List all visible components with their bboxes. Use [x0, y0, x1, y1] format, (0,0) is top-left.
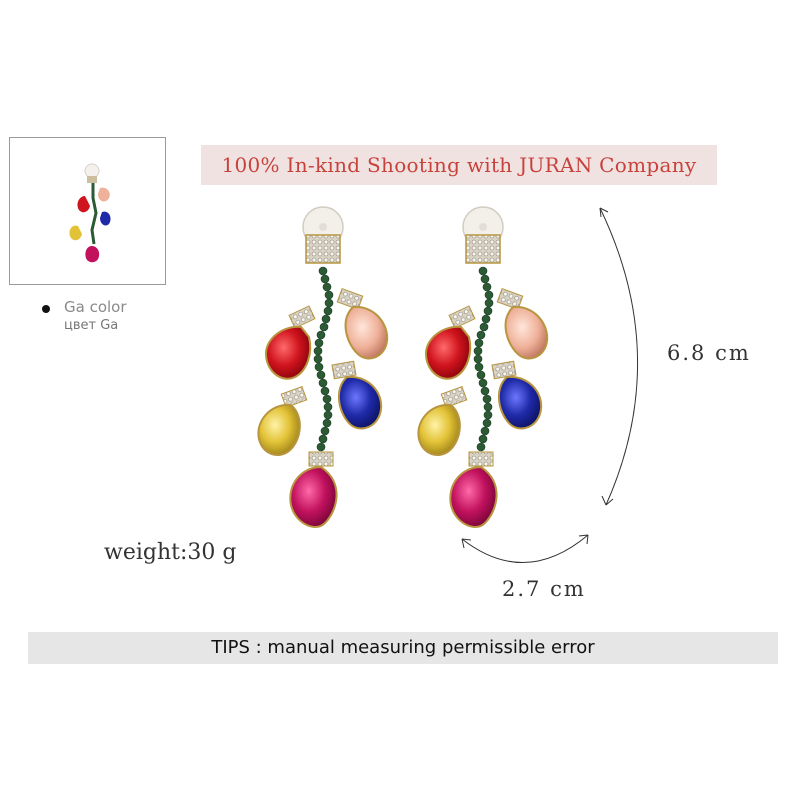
- thumbnail-earring-image: [69, 163, 111, 263]
- width-dimension: 2.7 cm: [502, 577, 586, 601]
- weight-label: weight:30 g: [104, 540, 237, 565]
- width-arrow-icon: [461, 534, 589, 564]
- earring-left: [257, 206, 389, 528]
- tips-bar: TIPS : manual measuring permissible erro…: [28, 632, 778, 664]
- selected-dot-icon: [42, 305, 50, 313]
- color-option-label: Ga color: [64, 298, 127, 316]
- height-dimension: 6.8 cm: [667, 341, 751, 365]
- color-option-label-ru: цвет Ga: [64, 318, 119, 333]
- color-thumbnail[interactable]: [9, 137, 166, 285]
- height-arrow-icon: [599, 207, 638, 506]
- earring-right: [417, 206, 549, 528]
- promo-banner: 100% In-kind Shooting with JURAN Company: [201, 145, 717, 185]
